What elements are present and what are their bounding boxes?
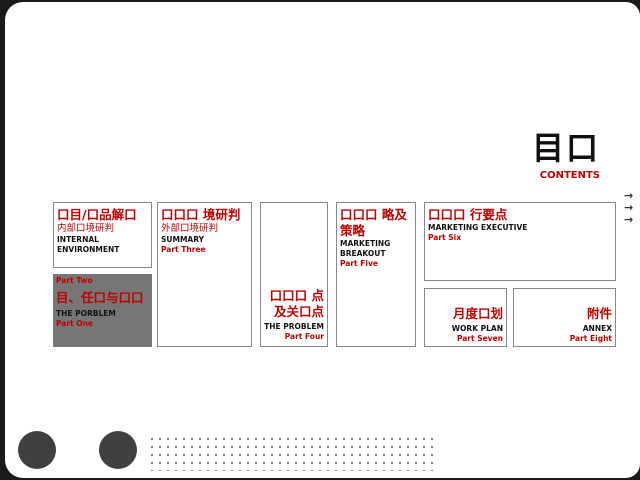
card-part-label: Part Two xyxy=(56,276,93,285)
card-english: WORK PLAN xyxy=(451,324,503,333)
arrow-right-icon: → xyxy=(624,201,634,214)
card-title: 附件 xyxy=(586,306,612,321)
card-part-seven[interactable]: 月度口划 WORK PLAN Part Seven xyxy=(424,288,507,347)
page-title: 目口 xyxy=(531,129,600,167)
slide: 目口 CONTENTS → → → 口目/口品解口 内部口境研判 INTERNA… xyxy=(5,2,640,478)
dot-grid-icon xyxy=(148,435,438,471)
card-part-three[interactable]: 口口口 境研判 外部口境研判 SUMMARY Part Three xyxy=(157,202,252,347)
card-subtitle: 内部口境研判 xyxy=(57,223,115,234)
circle-icon xyxy=(99,431,137,469)
card-english: ANNEX xyxy=(582,324,612,333)
card-english: THE PORBLEM xyxy=(56,309,116,318)
card-english: THE PROBLEM xyxy=(264,322,324,331)
card-part-eight[interactable]: 附件 ANNEX Part Eight xyxy=(513,288,616,347)
card-subtitle: 外部口境研判 xyxy=(161,223,219,234)
card-title: 口口口 略及策略 xyxy=(340,207,407,238)
contents-heading: 目口 CONTENTS xyxy=(532,130,600,181)
page-subtitle: CONTENTS xyxy=(539,170,600,181)
card-part-one[interactable]: Part Two 目、任口与口口 THE PORBLEM Part One xyxy=(53,274,152,347)
card-part-label: Part One xyxy=(56,319,94,328)
card-part-four[interactable]: 口口口 点及关口点 THE PROBLEM Part Four xyxy=(260,202,328,347)
card-english: MARKETING BREAKOUT xyxy=(340,239,391,258)
arrow-right-icon: → xyxy=(624,213,634,226)
card-part-five[interactable]: 口口口 略及策略 MARKETING BREAKOUT Part Five xyxy=(336,202,416,347)
card-part-six[interactable]: 口口口 行要点 MARKETING EXECUTIVE Part Six xyxy=(424,202,616,281)
arrow-right-icon: → xyxy=(624,189,634,202)
card-part-label: Part Three xyxy=(161,245,206,254)
card-title: 口口口 境研判 xyxy=(161,207,241,222)
card-title: 月度口划 xyxy=(452,306,503,321)
arrow-group: → → → xyxy=(624,190,638,226)
card-part-label: Part Seven xyxy=(456,334,503,343)
card-title: 口口口 点及关口点 xyxy=(269,288,324,319)
card-english: MARKETING EXECUTIVE xyxy=(428,223,528,232)
card-part-label: Part Six xyxy=(428,233,462,242)
card-part-label: Part Four xyxy=(284,332,324,341)
card-part-two[interactable]: 口目/口品解口 内部口境研判 INTERNAL ENVIRONMENT xyxy=(53,202,152,268)
card-english: INTERNAL ENVIRONMENT xyxy=(57,235,120,254)
card-part-label: Part Five xyxy=(340,259,378,268)
card-title: 口口口 行要点 xyxy=(428,207,508,222)
card-title: 口目/口品解口 xyxy=(57,207,137,222)
card-part-label: Part Eight xyxy=(569,334,612,343)
circle-icon xyxy=(18,431,56,469)
card-english: SUMMARY xyxy=(161,235,205,244)
card-title: 目、任口与口口 xyxy=(56,290,144,305)
